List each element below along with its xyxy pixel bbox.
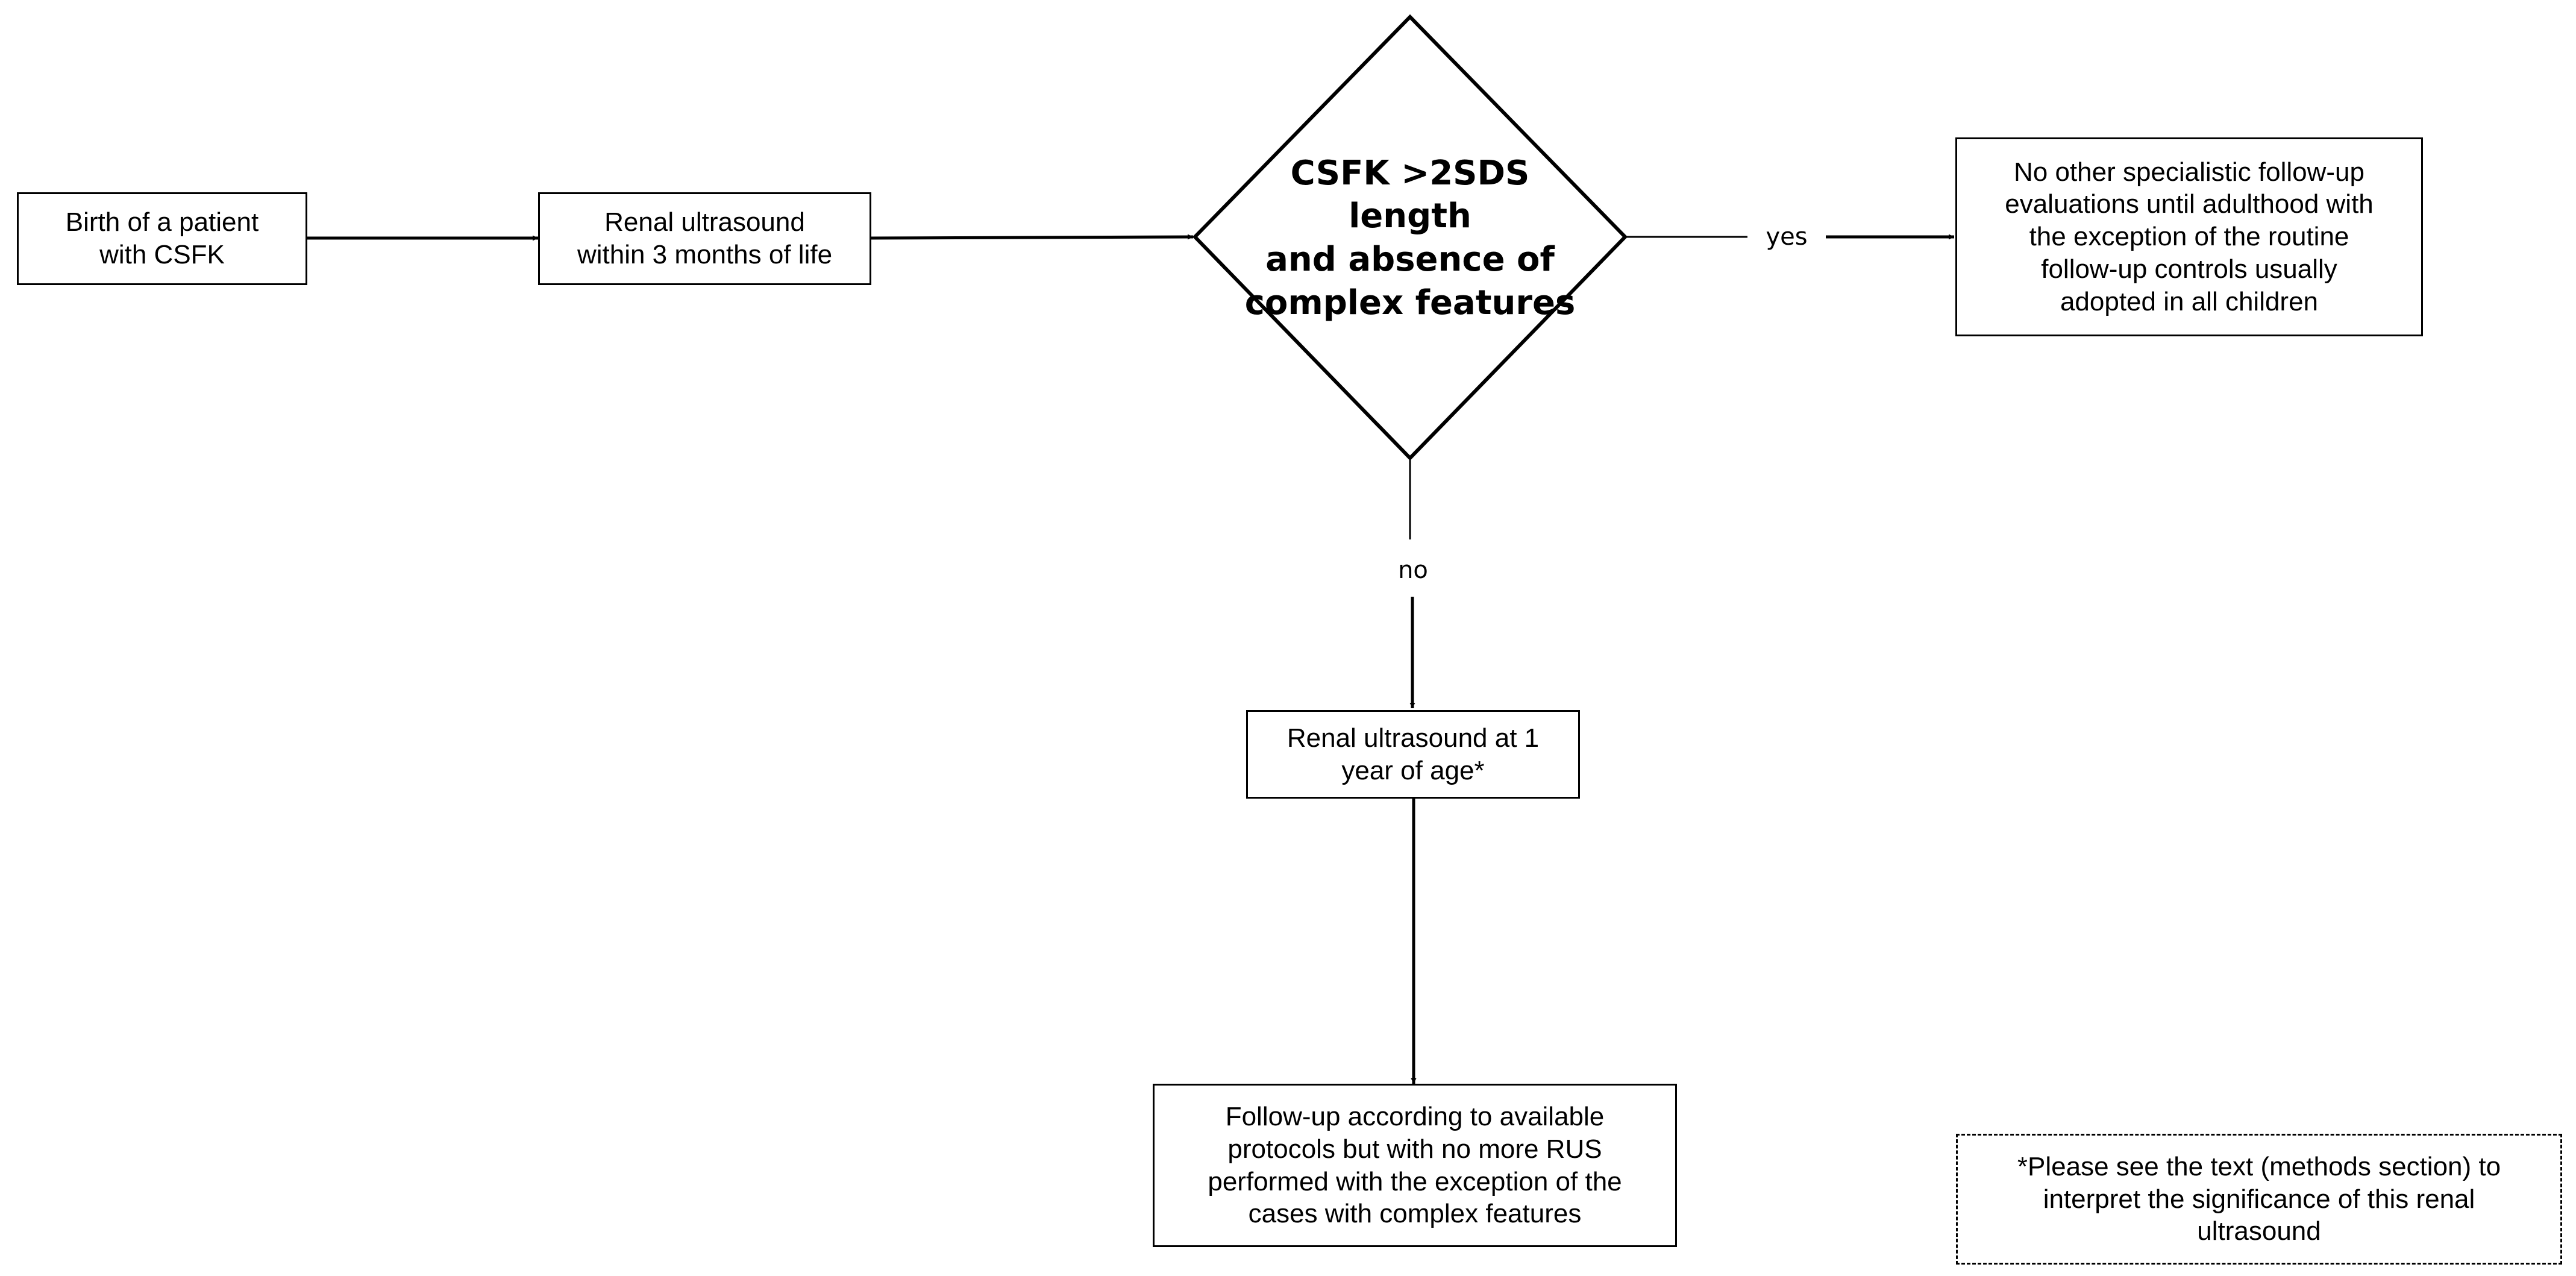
- decision-label: CSFK >2SDS length and absence of complex…: [1244, 153, 1576, 322]
- node-birth: Birth of a patient with CSFK: [17, 192, 307, 285]
- footnote-label: *Please see the text (methods section) t…: [2017, 1151, 2501, 1246]
- node-renal-ultrasound-3-months: Renal ultrasound within 3 months of life: [538, 192, 871, 285]
- node-renal-ultrasound-1-year: Renal ultrasound at 1 year of age*: [1246, 710, 1580, 799]
- edge-label-no: no: [1380, 550, 1446, 591]
- node-renal-ultrasound-1-year-label: Renal ultrasound at 1 year of age*: [1286, 723, 1540, 785]
- footnote-box: *Please see the text (methods section) t…: [1956, 1134, 2562, 1265]
- node-no-other-followup: No other specialistic follow-up evaluati…: [1955, 137, 2423, 336]
- arrow-rus-3m-to-decision: [871, 234, 1194, 240]
- node-followup-protocols: Follow-up according to available protoco…: [1153, 1084, 1677, 1247]
- node-birth-label: Birth of a patient with CSFK: [65, 207, 259, 269]
- node-no-other-followup-label: No other specialistic follow-up evaluati…: [2005, 157, 2374, 316]
- node-renal-ultrasound-3-months-label: Renal ultrasound within 3 months of life: [577, 207, 833, 269]
- edge-label-yes: yes: [1747, 218, 1826, 256]
- node-followup-protocols-label: Follow-up according to available protoco…: [1208, 1102, 1622, 1229]
